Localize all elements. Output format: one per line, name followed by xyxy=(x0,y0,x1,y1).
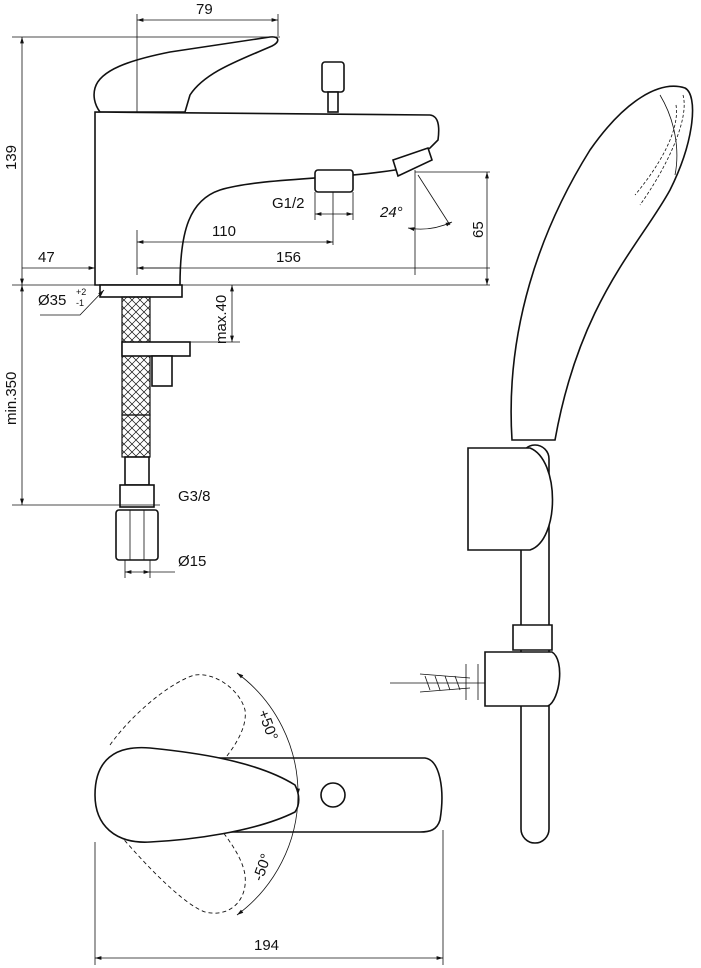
dim-d35-tol-plus: +2 xyxy=(76,287,86,297)
handshower-connector xyxy=(314,169,354,193)
dim-g12: G1/2 xyxy=(272,195,305,212)
diverter-stem xyxy=(327,91,339,113)
hose-nut xyxy=(119,484,155,508)
spout-aerator xyxy=(392,146,433,178)
dim-79: 79 xyxy=(196,1,213,18)
diverter-button-top xyxy=(320,782,346,808)
dim-max40: max.40 xyxy=(213,295,230,344)
dim-194: 194 xyxy=(254,937,279,954)
shower-holder xyxy=(467,447,554,551)
dim-156: 156 xyxy=(276,249,301,266)
wall-plug-screw xyxy=(390,664,485,700)
handshower-rail-set xyxy=(390,85,694,844)
faucet-side-view xyxy=(93,36,440,561)
faucet-top-view: +50° -50° 194 xyxy=(94,672,444,965)
dim-d35: Ø35 xyxy=(38,292,66,309)
wall-bracket xyxy=(484,651,561,707)
lever-handle xyxy=(93,36,279,113)
rotated-lever-minus50 xyxy=(119,814,246,914)
dim-47: 47 xyxy=(38,249,55,266)
dimension-lines xyxy=(12,14,490,578)
rotated-lever-plus50 xyxy=(109,674,246,776)
faucet-body xyxy=(94,111,440,286)
handshower xyxy=(510,85,694,441)
dim-24deg: 24° xyxy=(379,204,403,221)
threaded-rod xyxy=(151,355,173,387)
hose-crimp xyxy=(124,456,150,486)
fixing-nut xyxy=(121,341,191,357)
dim-plus50: +50° xyxy=(254,708,281,743)
shower-nozzles xyxy=(634,94,685,206)
dim-min350: min.350 xyxy=(3,372,20,425)
dim-d15: Ø15 xyxy=(178,553,206,570)
rail-bracket xyxy=(512,624,553,651)
dim-g38: G3/8 xyxy=(178,488,211,505)
flexible-hose-lower xyxy=(121,414,151,458)
dim-65: 65 xyxy=(470,221,487,238)
dimension-labels: 79 139 G1/2 24° 110 65 47 156 Ø35 +2 -1 … xyxy=(3,1,487,570)
dim-minus50: -50° xyxy=(250,852,275,884)
valve-fitting xyxy=(115,509,159,561)
mounting-flange xyxy=(99,284,183,298)
diverter-button xyxy=(321,61,345,93)
dim-110: 110 xyxy=(212,223,236,240)
dim-139: 139 xyxy=(3,145,20,170)
dim-d35-tol-minus: -1 xyxy=(76,298,84,308)
